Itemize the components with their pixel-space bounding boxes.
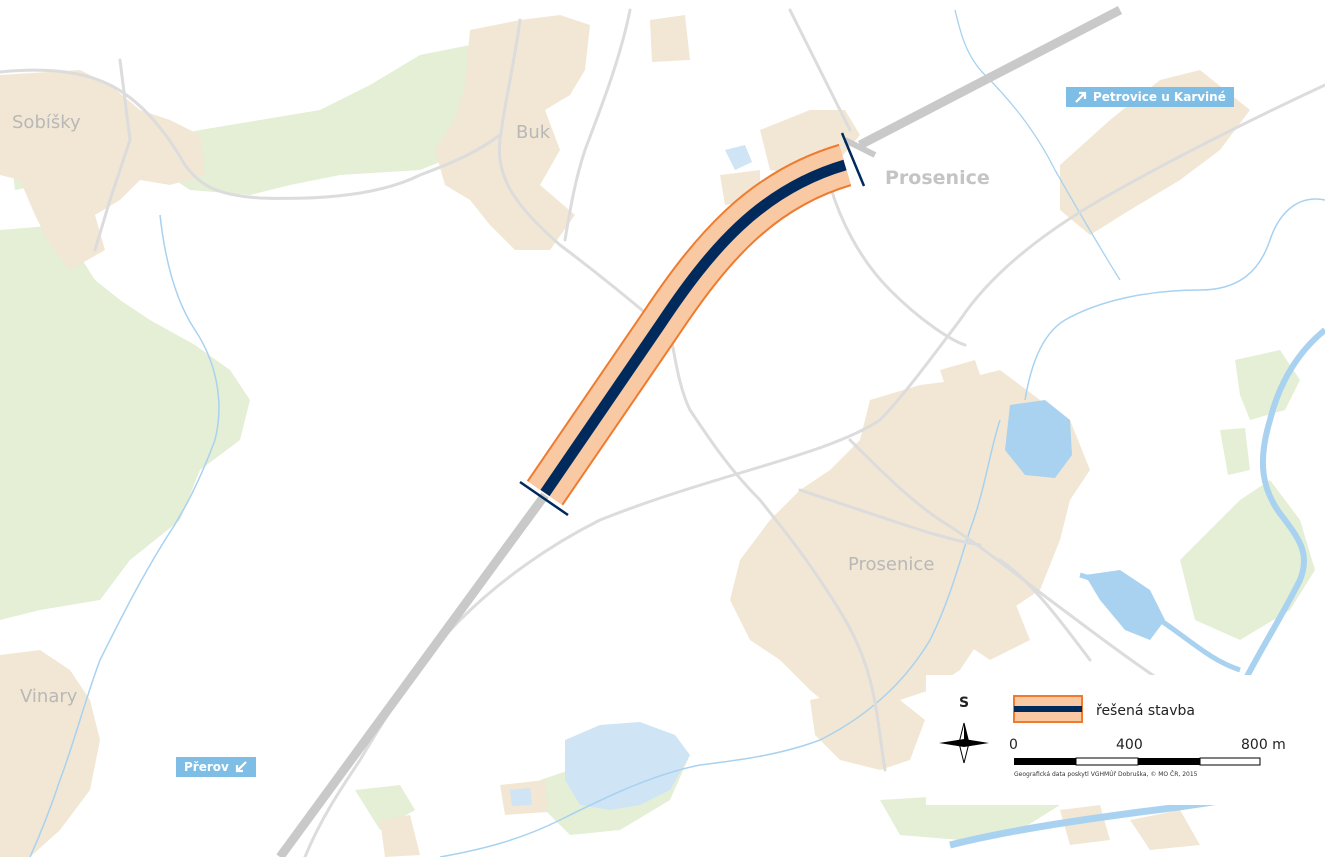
direction-label-northeast: Petrovice u Karviné — [1093, 90, 1226, 104]
scale-tick-0: 0 — [1009, 737, 1018, 753]
road-network — [0, 8, 1325, 859]
project-corridor — [519, 132, 866, 517]
scale-bar — [1014, 757, 1261, 766]
legend-project-label: řešená stavba — [1096, 703, 1195, 719]
arrow-northeast-icon — [1075, 91, 1087, 103]
direction-tag-northeast: Petrovice u Karviné — [1066, 87, 1234, 107]
motorway-d1 — [276, 6, 1123, 860]
place-label-sobisky: Sobíšky — [12, 112, 81, 133]
arrow-southwest-icon — [235, 761, 247, 773]
place-label-prosenice-north: Prosenice — [885, 167, 990, 189]
place-label-prosenice-south: Prosenice — [848, 554, 935, 575]
place-label-vinary: Vinary — [20, 686, 78, 707]
north-label: S — [959, 695, 970, 711]
map-credit: Geografická data poskytl VGHMÚř Dobruška… — [1014, 771, 1198, 778]
scale-tick-800: 800 m — [1241, 737, 1286, 753]
compass-rose-icon — [939, 722, 989, 764]
scale-tick-400: 400 — [1116, 737, 1143, 753]
direction-label-southwest: Přerov — [184, 760, 229, 774]
map-legend: S řešená stavba 0 400 800 m Geografická … — [926, 675, 1325, 805]
place-label-buk: Buk — [516, 122, 551, 143]
direction-tag-southwest: Přerov — [176, 757, 256, 777]
legend-project-swatch — [1013, 695, 1083, 723]
